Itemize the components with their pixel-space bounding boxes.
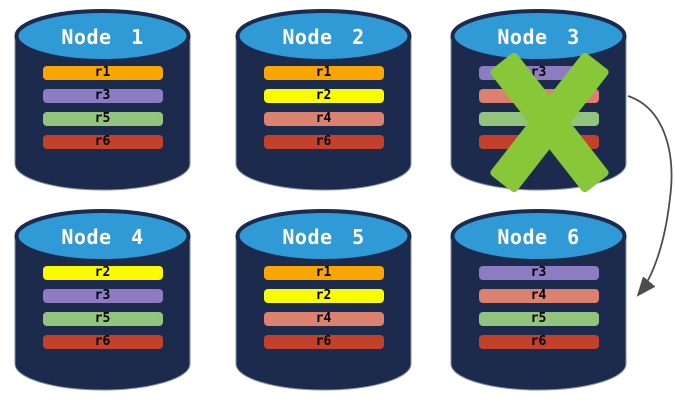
replica-list: r1 r2 r4 r6: [234, 66, 413, 149]
replica-row: r2: [42, 265, 163, 280]
replica-row: r3: [42, 88, 163, 103]
node-2: Node 2 r1 r2 r4 r6: [234, 8, 413, 192]
replica-row: r1: [42, 65, 163, 80]
replica-label: r4: [530, 288, 547, 303]
node-title: Node 3: [497, 25, 580, 49]
replica-row: r5: [42, 311, 163, 326]
replica-row: r4: [263, 311, 384, 326]
replica-label: r2: [315, 288, 332, 303]
replica-row: r2: [263, 88, 384, 103]
replica-label: r3: [94, 288, 111, 303]
replica-label: r6: [94, 134, 111, 149]
replica-list: r3 r4 r5 r6: [449, 266, 628, 349]
replica-row: r6: [263, 334, 384, 349]
replica-row: r2: [263, 288, 384, 303]
node-4: Node 4 r2 r3 r5 r6: [13, 208, 192, 392]
arrow-curve: [627, 95, 673, 297]
node-title: Node 6: [497, 225, 580, 249]
replica-label: r3: [530, 265, 547, 280]
replica-label: r1: [94, 65, 111, 80]
replica-label: r6: [315, 334, 332, 349]
replica-label: r3: [94, 88, 111, 103]
replica-row: r6: [478, 334, 599, 349]
replica-row: r6: [42, 134, 163, 149]
replica-row: r5: [42, 111, 163, 126]
node-3: Node 3 r3: [449, 8, 628, 194]
node-6: Node 6 r3 r4 r5 r6: [449, 208, 628, 392]
node-title: Node 5: [282, 225, 365, 249]
replica-row: r3: [42, 288, 163, 303]
replica-row: r4: [478, 288, 599, 303]
node-title: Node 1: [61, 25, 144, 49]
replica-label: r5: [94, 111, 111, 126]
node-1: Node 1 r1 r3 r5 r6: [13, 8, 192, 192]
replica-list: r2 r3 r5 r6: [13, 266, 192, 349]
replica-label: r1: [315, 265, 332, 280]
replica-row: r4: [263, 111, 384, 126]
replica-label: r2: [315, 88, 332, 103]
node-5: Node 5 r1 r2 r4 r6: [234, 208, 413, 392]
replica-row: r6: [42, 334, 163, 349]
replica-label: r5: [530, 311, 547, 326]
replica-list: r1 r3 r5 r6: [13, 66, 192, 149]
replica-list: r1 r2 r4 r6: [234, 266, 413, 349]
replica-row: r5: [478, 311, 599, 326]
replica-label: r6: [315, 134, 332, 149]
replica-row: r6: [263, 134, 384, 149]
replica-label: r1: [315, 65, 332, 80]
node-title: Node 2: [282, 25, 365, 49]
node-title: Node 4: [61, 225, 144, 249]
replica-label: r2: [94, 265, 111, 280]
replica-row: r1: [263, 65, 384, 80]
replica-label: r5: [94, 311, 111, 326]
replica-row: r3: [478, 265, 599, 280]
replica-label: r4: [315, 311, 332, 326]
replica-label: r6: [94, 334, 111, 349]
replica-label: r6: [530, 334, 547, 349]
replica-label: r4: [315, 111, 332, 126]
replica-row: r1: [263, 265, 384, 280]
